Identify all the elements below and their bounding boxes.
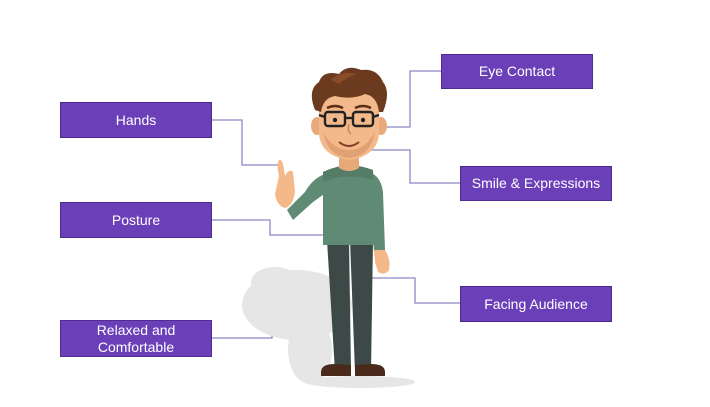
- label-relaxed: Relaxed and Comfortable: [60, 320, 212, 357]
- label-hands: Hands: [60, 102, 212, 138]
- head: [311, 67, 387, 160]
- connector-posture: [212, 219, 328, 236]
- label-hands-text: Hands: [115, 111, 157, 128]
- connector-hands: [212, 119, 278, 166]
- connector-facing: [370, 277, 460, 304]
- label-eye-contact-text: Eye Contact: [478, 63, 556, 79]
- hands: [275, 159, 390, 274]
- label-smile-text: Smile & Expressions: [471, 175, 601, 191]
- connector-smile: [365, 149, 460, 184]
- label-eye-contact: Eye Contact: [441, 54, 593, 89]
- presenter-figure: [242, 67, 415, 388]
- glasses-icon: [318, 110, 380, 128]
- shoes: [321, 364, 385, 376]
- pants: [327, 240, 373, 372]
- label-posture-text: Posture: [111, 211, 161, 228]
- label-facing-audience: Facing Audience: [460, 286, 612, 322]
- label-smile: Smile & Expressions: [460, 166, 612, 201]
- shirt: [287, 165, 385, 252]
- label-relaxed-text: Relaxed and Comfortable: [96, 321, 176, 355]
- figure-shadow: [242, 267, 415, 388]
- label-facing-audience-text: Facing Audience: [484, 295, 588, 312]
- label-posture: Posture: [60, 202, 212, 238]
- connector-eye-contact: [382, 70, 441, 128]
